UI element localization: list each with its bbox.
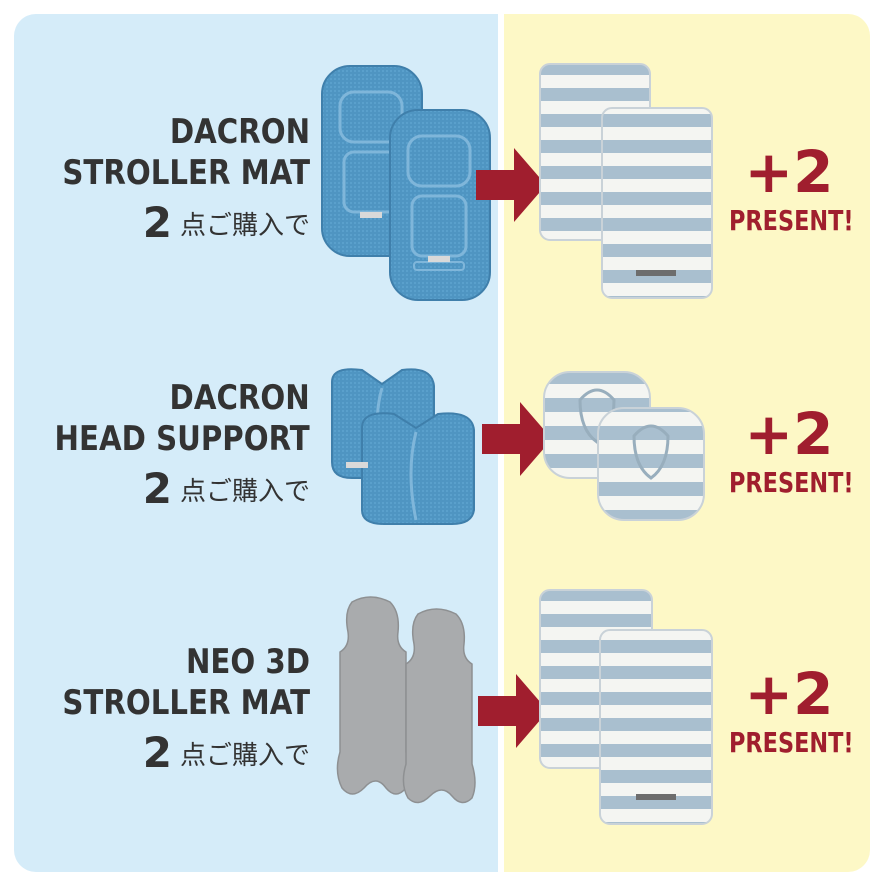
row-3-reward-plus: +2: [744, 660, 834, 728]
row-3-reward-present: PRESENT!: [729, 726, 854, 759]
row-1-quantity: 2: [142, 198, 172, 247]
row-1-name-line-2: STROLLER MAT: [62, 153, 310, 193]
row-1-condition-text: 点ご購入で: [179, 211, 310, 241]
row-3-reward: +2 PRESENT!: [714, 662, 864, 760]
row-2-reward-present: PRESENT!: [729, 466, 854, 499]
arrow-right-icon: [482, 402, 552, 476]
striped-head-support-icon: [543, 371, 705, 521]
row-1-name-line-1: DACRON: [169, 112, 310, 152]
row-3-name-line-2: STROLLER MAT: [62, 683, 310, 723]
row-3-name-line-1: NEO 3D: [185, 642, 310, 682]
row-3-condition-text: 点ご購入で: [179, 741, 310, 771]
arrow-right-icon: [478, 674, 548, 748]
row-1-reward-plus: +2: [744, 138, 834, 206]
row-2-quantity: 2: [142, 464, 172, 513]
row-2-name-line-2: HEAD SUPPORT: [54, 419, 310, 459]
row-1-reward: +2 PRESENT!: [714, 140, 864, 238]
gray-stroller-mat-icon: [336, 596, 476, 804]
blue-head-support-icon: [331, 368, 475, 525]
blue-stroller-mat-icon: [321, 65, 491, 301]
striped-stroller-mat-icon: [539, 589, 713, 825]
row-1-reward-present: PRESENT!: [729, 204, 854, 237]
row-2-reward: +2 PRESENT!: [714, 402, 864, 500]
row-2-condition-text: 点ご購入で: [179, 477, 310, 507]
striped-stroller-mat-icon: [539, 63, 713, 299]
row-2-reward-plus: +2: [744, 400, 834, 468]
arrow-right-icon: [476, 148, 546, 222]
row-2-name-line-1: DACRON: [169, 378, 310, 418]
row-3-quantity: 2: [142, 728, 172, 777]
